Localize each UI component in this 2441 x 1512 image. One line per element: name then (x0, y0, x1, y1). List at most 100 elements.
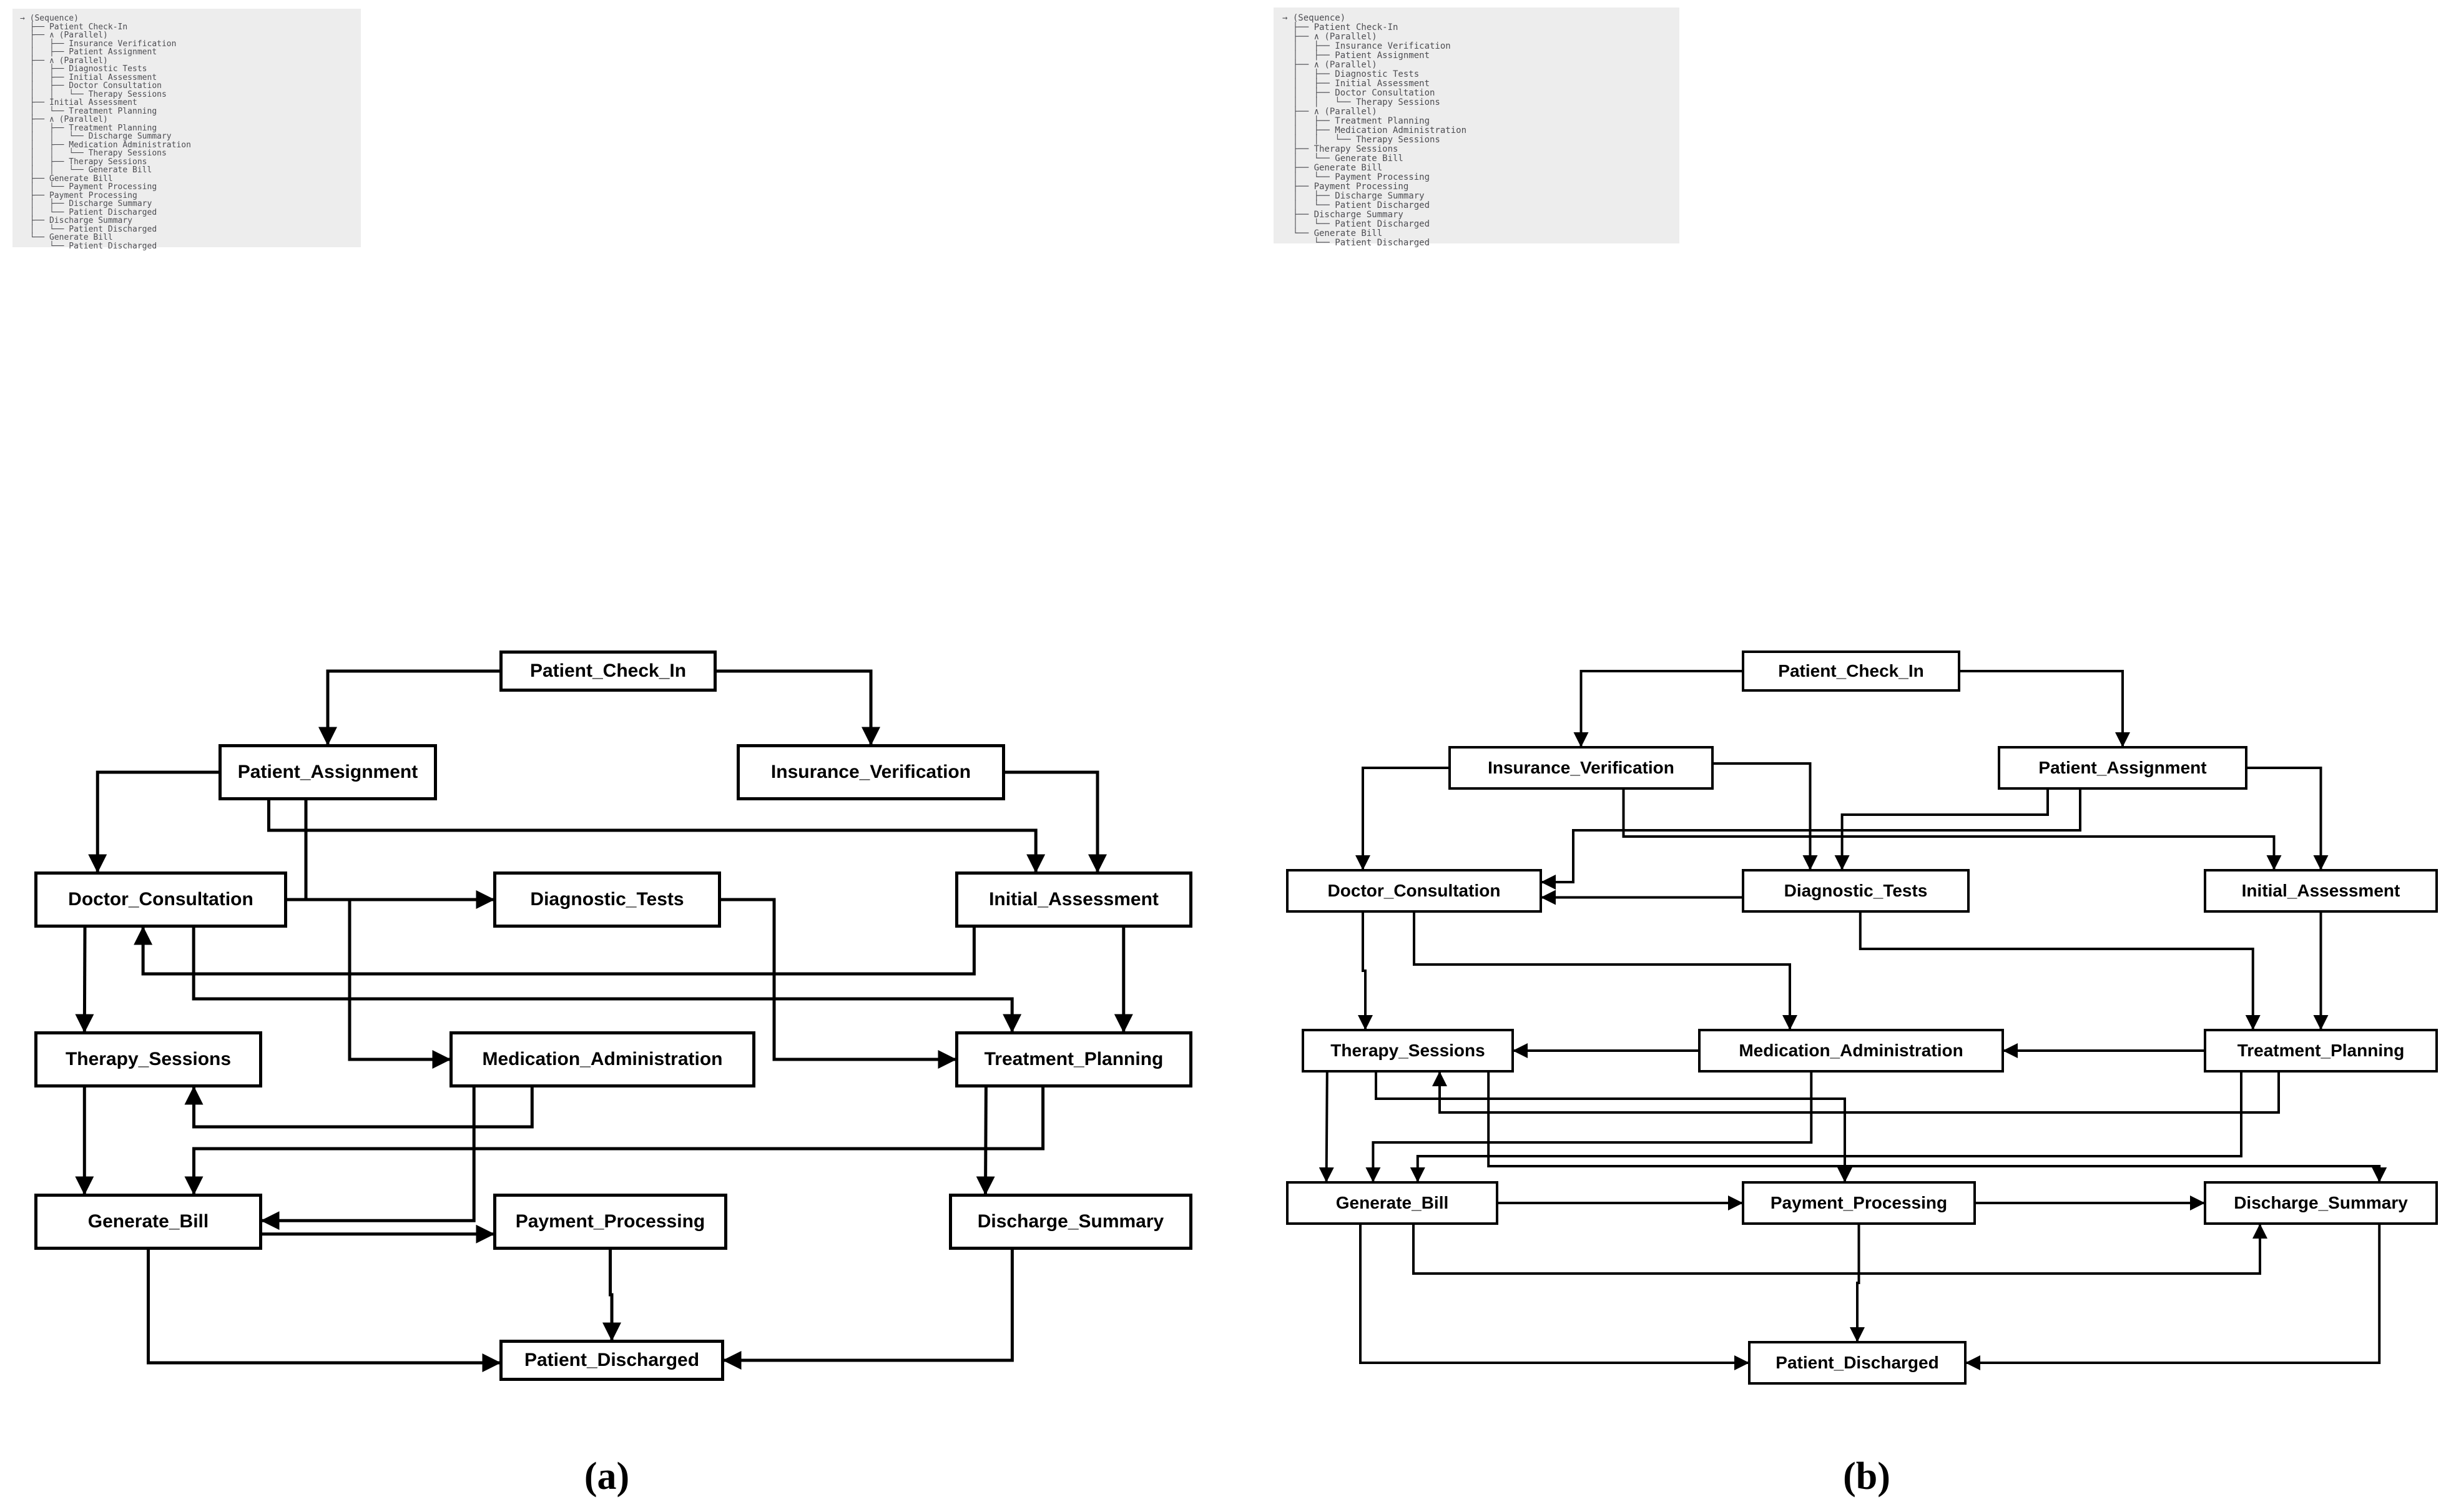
node-diagnostic-tests: Diagnostic_Tests (1742, 869, 1970, 913)
tree-line: → (Sequence) (20, 14, 79, 23)
edge-MA-GB (1365, 1073, 1813, 1182)
tree-line: │ │ └── Therapy Sessions (1282, 135, 1440, 145)
node-payment-processing: Payment_Processing (493, 1194, 727, 1250)
node-medication-administration: Medication_Administration (1698, 1029, 2004, 1073)
edge-IV-DT (1714, 762, 1818, 870)
node-patient-check-in: Patient_Check_In (1742, 650, 1960, 692)
tree-line: │ ├── Insurance Verification (1282, 41, 1451, 51)
node-medication-administration: Medication_Administration (449, 1031, 755, 1087)
node-doctor-consultation: Doctor_Consultation (1286, 869, 1542, 913)
tree-line: │ │ └── Therapy Sessions (20, 149, 167, 158)
tree-line: │ └── Payment Processing (20, 182, 157, 192)
tree-line: ├── Generate Bill (1282, 163, 1383, 173)
tree-line: │ └── Patient Discharged (20, 207, 157, 217)
tree-line: ├── Therapy Sessions (1282, 144, 1398, 154)
tree-line: │ ├── Diagnostic Tests (20, 64, 147, 74)
tree-line: │ └── Patient Discharged (1282, 200, 1430, 210)
process-tree-a: → (Sequence) ├── Patient Check-In ├── ∧ … (12, 9, 361, 250)
tree-line: ├── Discharge Summary (1282, 210, 1403, 220)
node-generate-bill: Generate_Bill (1286, 1181, 1498, 1225)
edge-GB-PD (147, 1250, 501, 1372)
node-discharge-summary: Discharge_Summary (949, 1194, 1192, 1250)
tree-line: → (Sequence) (1282, 13, 1346, 23)
tree-line: │ │ └── Therapy Sessions (20, 89, 167, 99)
edge-PA-DT (1834, 790, 2049, 870)
node-patient-discharged: Patient_Discharged (1748, 1341, 1967, 1385)
tree-line: ├── Payment Processing (20, 190, 137, 200)
edge-IV-DC (1355, 767, 1448, 870)
tree-line: │ ├── Insurance Verification (20, 39, 177, 49)
edge-PCI-IV (1573, 670, 1742, 747)
tree-line: ├── ∧ (Parallel) (1282, 32, 1377, 42)
tree-line: │ ├── Doctor Consultation (1282, 88, 1435, 98)
node-diagnostic-tests: Diagnostic_Tests (493, 871, 721, 928)
node-insurance-verification: Insurance_Verification (1448, 746, 1714, 790)
edge-PA-DC (88, 770, 219, 873)
node-initial-assessment: Initial_Assessment (2204, 869, 2438, 913)
edge-IV-IA (1622, 790, 2282, 870)
tree-line: │ ├── Treatment Planning (1282, 116, 1430, 126)
tree-line: │ ├── Discharge Summary (1282, 191, 1425, 201)
tree-line: ├── Initial Assessment (20, 98, 137, 107)
tree-line: │ ├── Doctor Consultation (20, 81, 162, 91)
edge-MA-TS (184, 1086, 534, 1129)
tree-line: │ │ └── Therapy Sessions (1282, 97, 1440, 107)
edge-DS-PD (1965, 1225, 2381, 1370)
tree-line: ├── Generate Bill (20, 174, 113, 184)
dfg-diagram-b-edges (1319, 670, 2387, 1370)
edge-MA-GB (260, 1087, 476, 1230)
node-patient-check-in: Patient_Check_In (499, 650, 717, 692)
tree-line: └── Generate Bill (1282, 228, 1383, 238)
node-payment-processing: Payment_Processing (1742, 1181, 1976, 1225)
edge-PCI-PA (318, 669, 499, 746)
tree-line: │ ├── Initial Assessment (20, 72, 157, 82)
tree-line: │ │ └── Discharge Summary (20, 132, 172, 141)
caption-a: (a) (584, 1455, 630, 1498)
tree-line: ├── ∧ (Parallel) (20, 56, 108, 66)
tree-line: │ └── Patient Discharged (1282, 219, 1430, 229)
edge-PCI-PA (1960, 670, 2130, 747)
node-initial-assessment: Initial_Assessment (955, 871, 1192, 928)
node-patient-assignment: Patient_Assignment (1998, 746, 2247, 790)
edge-IA-DC (134, 926, 976, 976)
edge-DT-TP (1859, 913, 2261, 1030)
edge-GB-DS (1412, 1224, 2267, 1275)
node-treatment-planning: Treatment_Planning (955, 1031, 1192, 1087)
edge-TP-GB (184, 1087, 1045, 1195)
edge-DC-MA (1413, 913, 1797, 1030)
tree-line: │ ├── Therapy Sessions (20, 157, 147, 167)
tree-line: │ ├── Medication Administration (20, 140, 191, 150)
tree-line: │ │ └── Generate Bill (20, 165, 152, 175)
node-doctor-consultation: Doctor_Consultation (34, 871, 287, 928)
tree-line: ├── Patient Check-In (20, 22, 128, 32)
edge-DC-TP (192, 928, 1022, 1033)
edge-PA-DT (304, 800, 495, 909)
edge-PA-IA (2247, 767, 2329, 870)
tree-line: │ └── Treatment Planning (20, 106, 157, 116)
tree-line: │ ├── Discharge Summary (20, 199, 152, 209)
edge-PP-PD (602, 1250, 621, 1342)
node-generate-bill: Generate_Bill (34, 1194, 262, 1250)
node-therapy-sessions: Therapy_Sessions (34, 1031, 262, 1087)
tree-line: │ ├── Initial Assessment (1282, 79, 1430, 89)
edge-PA-IA (267, 800, 1046, 873)
node-discharge-summary: Discharge_Summary (2204, 1181, 2438, 1225)
process-tree-b: → (Sequence) ├── Patient Check-In ├── ∧ … (1274, 7, 1679, 248)
edge-TS-DS (1487, 1073, 2387, 1182)
edge-DC-TS (1358, 913, 1373, 1030)
edge-PP-PD (1850, 1225, 1865, 1342)
tree-line: ├── ∧ (Parallel) (20, 115, 108, 124)
tree-line: │ ├── Medication Administration (1282, 125, 1467, 135)
edge-PCI-IV (717, 669, 880, 746)
tree-line: └── Generate Bill (20, 233, 113, 242)
edge-IV-IA (1005, 770, 1107, 873)
node-patient-assignment: Patient_Assignment (219, 744, 437, 800)
edge-GB-PD (1359, 1225, 1749, 1370)
caption-b: (b) (1843, 1455, 1890, 1498)
edge-TS-PP (1375, 1073, 1852, 1182)
edge-TP-TS (1432, 1071, 2280, 1114)
tree-line: │ └── Payment Processing (1282, 172, 1430, 182)
tree-line: ├── ∧ (Parallel) (20, 31, 108, 40)
edge-PA-DC (1541, 790, 2081, 890)
